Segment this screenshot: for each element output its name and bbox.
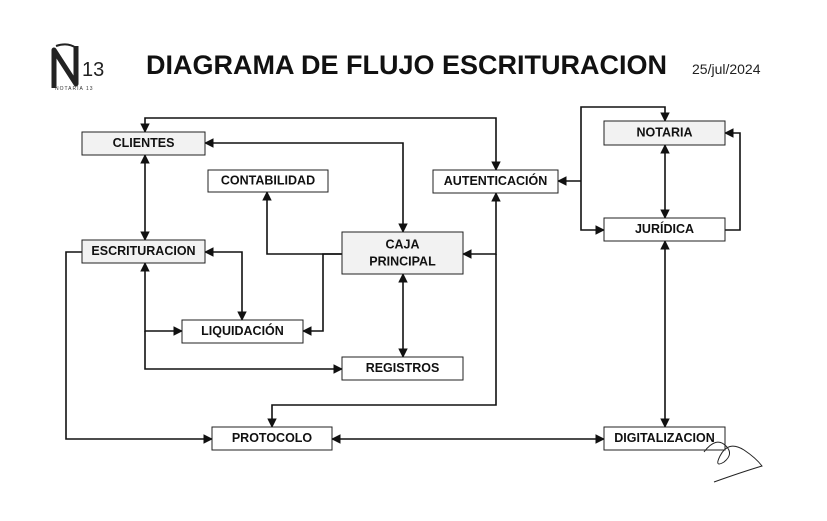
edge-caja-autenticacion	[462, 192, 501, 259]
node-caja-label-line1: CAJA	[385, 237, 419, 251]
node-clientes-label: CLIENTES	[113, 136, 175, 150]
node-escrituracion: ESCRITURACION	[81, 239, 206, 264]
node-notaria: NOTARIA	[603, 120, 726, 146]
node-notaria-label: NOTARIA	[636, 125, 692, 139]
node-protocolo-label: PROTOCOLO	[232, 431, 313, 445]
node-digitalizacion: DIGITALIZACION	[603, 426, 726, 451]
node-contabilidad-label: CONTABILIDAD	[221, 173, 315, 187]
notaria-13-logo: 13	[51, 43, 104, 88]
node-liquidacion-label: LIQUIDACIÓN	[201, 323, 284, 338]
node-registros: REGISTROS	[341, 356, 464, 381]
node-protocolo: PROTOCOLO	[211, 426, 333, 451]
node-escrituracion-label: ESCRITURACION	[91, 244, 195, 258]
edge-bracket-notaria	[580, 106, 670, 181]
date-label: 25/jul/2024	[692, 61, 761, 77]
edge-contabilidad-caja	[262, 191, 342, 255]
node-registros-label: REGISTROS	[366, 361, 440, 375]
node-autenticacion: AUTENTICACIÓN	[432, 169, 559, 194]
edge-notaria-juridica-right	[724, 128, 741, 231]
edges	[65, 106, 741, 444]
node-digitalizacion-label: DIGITALIZACION	[614, 431, 714, 445]
edge-bracket-juridica	[580, 181, 605, 235]
edge-escrituracion-liquidacion-left	[140, 262, 183, 336]
edge-autenticacion-protocolo	[267, 254, 497, 428]
edge-autenticacion-clientes	[140, 117, 501, 171]
node-contabilidad: CONTABILIDAD	[207, 169, 329, 193]
node-juridica-label: JURÍDICA	[635, 221, 694, 236]
signature-scribble	[703, 441, 763, 483]
logo-text: NOTARIA 13	[55, 86, 94, 92]
node-liquidacion: LIQUIDACIÓN	[181, 319, 304, 344]
node-caja-principal: CAJA PRINCIPAL	[341, 231, 464, 275]
node-clientes: CLIENTES	[81, 131, 206, 156]
edge-caja-liquidacion	[302, 253, 342, 336]
node-juridica: JURÍDICA	[603, 217, 726, 242]
node-caja-label-line2: PRINCIPAL	[369, 254, 436, 268]
edge-clientes-caja	[204, 138, 408, 233]
svg-text:13: 13	[82, 59, 104, 81]
node-autenticacion-label: AUTENTICACIÓN	[444, 173, 547, 188]
edge-escrituracion-protocolo	[65, 251, 213, 444]
edge-escrituracion-liquidacion	[204, 247, 247, 321]
page-title: DIAGRAMA DE FLUJO ESCRITURACION	[146, 50, 668, 80]
edge-escrituracion-registros	[144, 331, 343, 374]
